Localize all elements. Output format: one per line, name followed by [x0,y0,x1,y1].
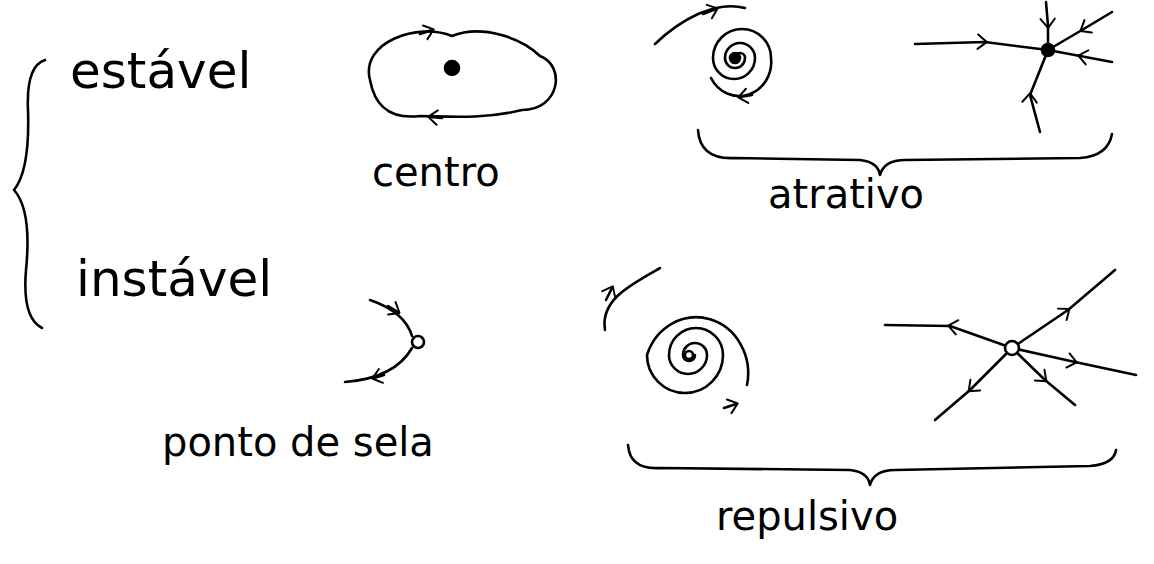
spiral-arrow [606,288,612,300]
portrait-label: ponto de sela [162,420,434,464]
brace [14,60,45,328]
equilibrium-dot [730,53,740,63]
underbrace [698,130,1112,175]
trajectory [1048,50,1112,62]
stability-class: instável [76,252,272,307]
trajectory [1012,270,1115,348]
spiral-arrow [740,95,752,97]
orbit-arrow [420,30,432,34]
trajectory [935,348,1012,420]
equilibrium-point [412,336,424,348]
equilibrium-point [685,351,693,359]
group-label: repulsivo [716,494,898,538]
stable-spiral [655,6,771,96]
equilibrium-dot [1042,44,1054,56]
orbit-arrow [430,117,442,118]
trajectory [915,42,1048,50]
underbrace [628,445,1116,485]
trajectory [1012,348,1136,375]
equilibrium-dot [445,61,459,75]
closed-orbit [369,32,556,117]
group-label: atrativo [768,172,924,216]
saddle-arrow [388,306,398,312]
spiral-arrow [724,404,736,408]
trajectory [1048,12,1112,50]
stability-class: estável [70,44,251,99]
saddle-trajectory [370,300,412,336]
spiral-arrow [703,9,716,14]
trajectory [1030,50,1048,132]
saddle-trajectory [345,348,412,382]
trajectory [885,325,1012,348]
portrait-label: centro [372,150,500,194]
trajectory [1012,348,1075,405]
unstable-spiral [604,268,748,393]
equilibrium-point [1005,341,1019,355]
saddle-arrow [374,375,384,378]
